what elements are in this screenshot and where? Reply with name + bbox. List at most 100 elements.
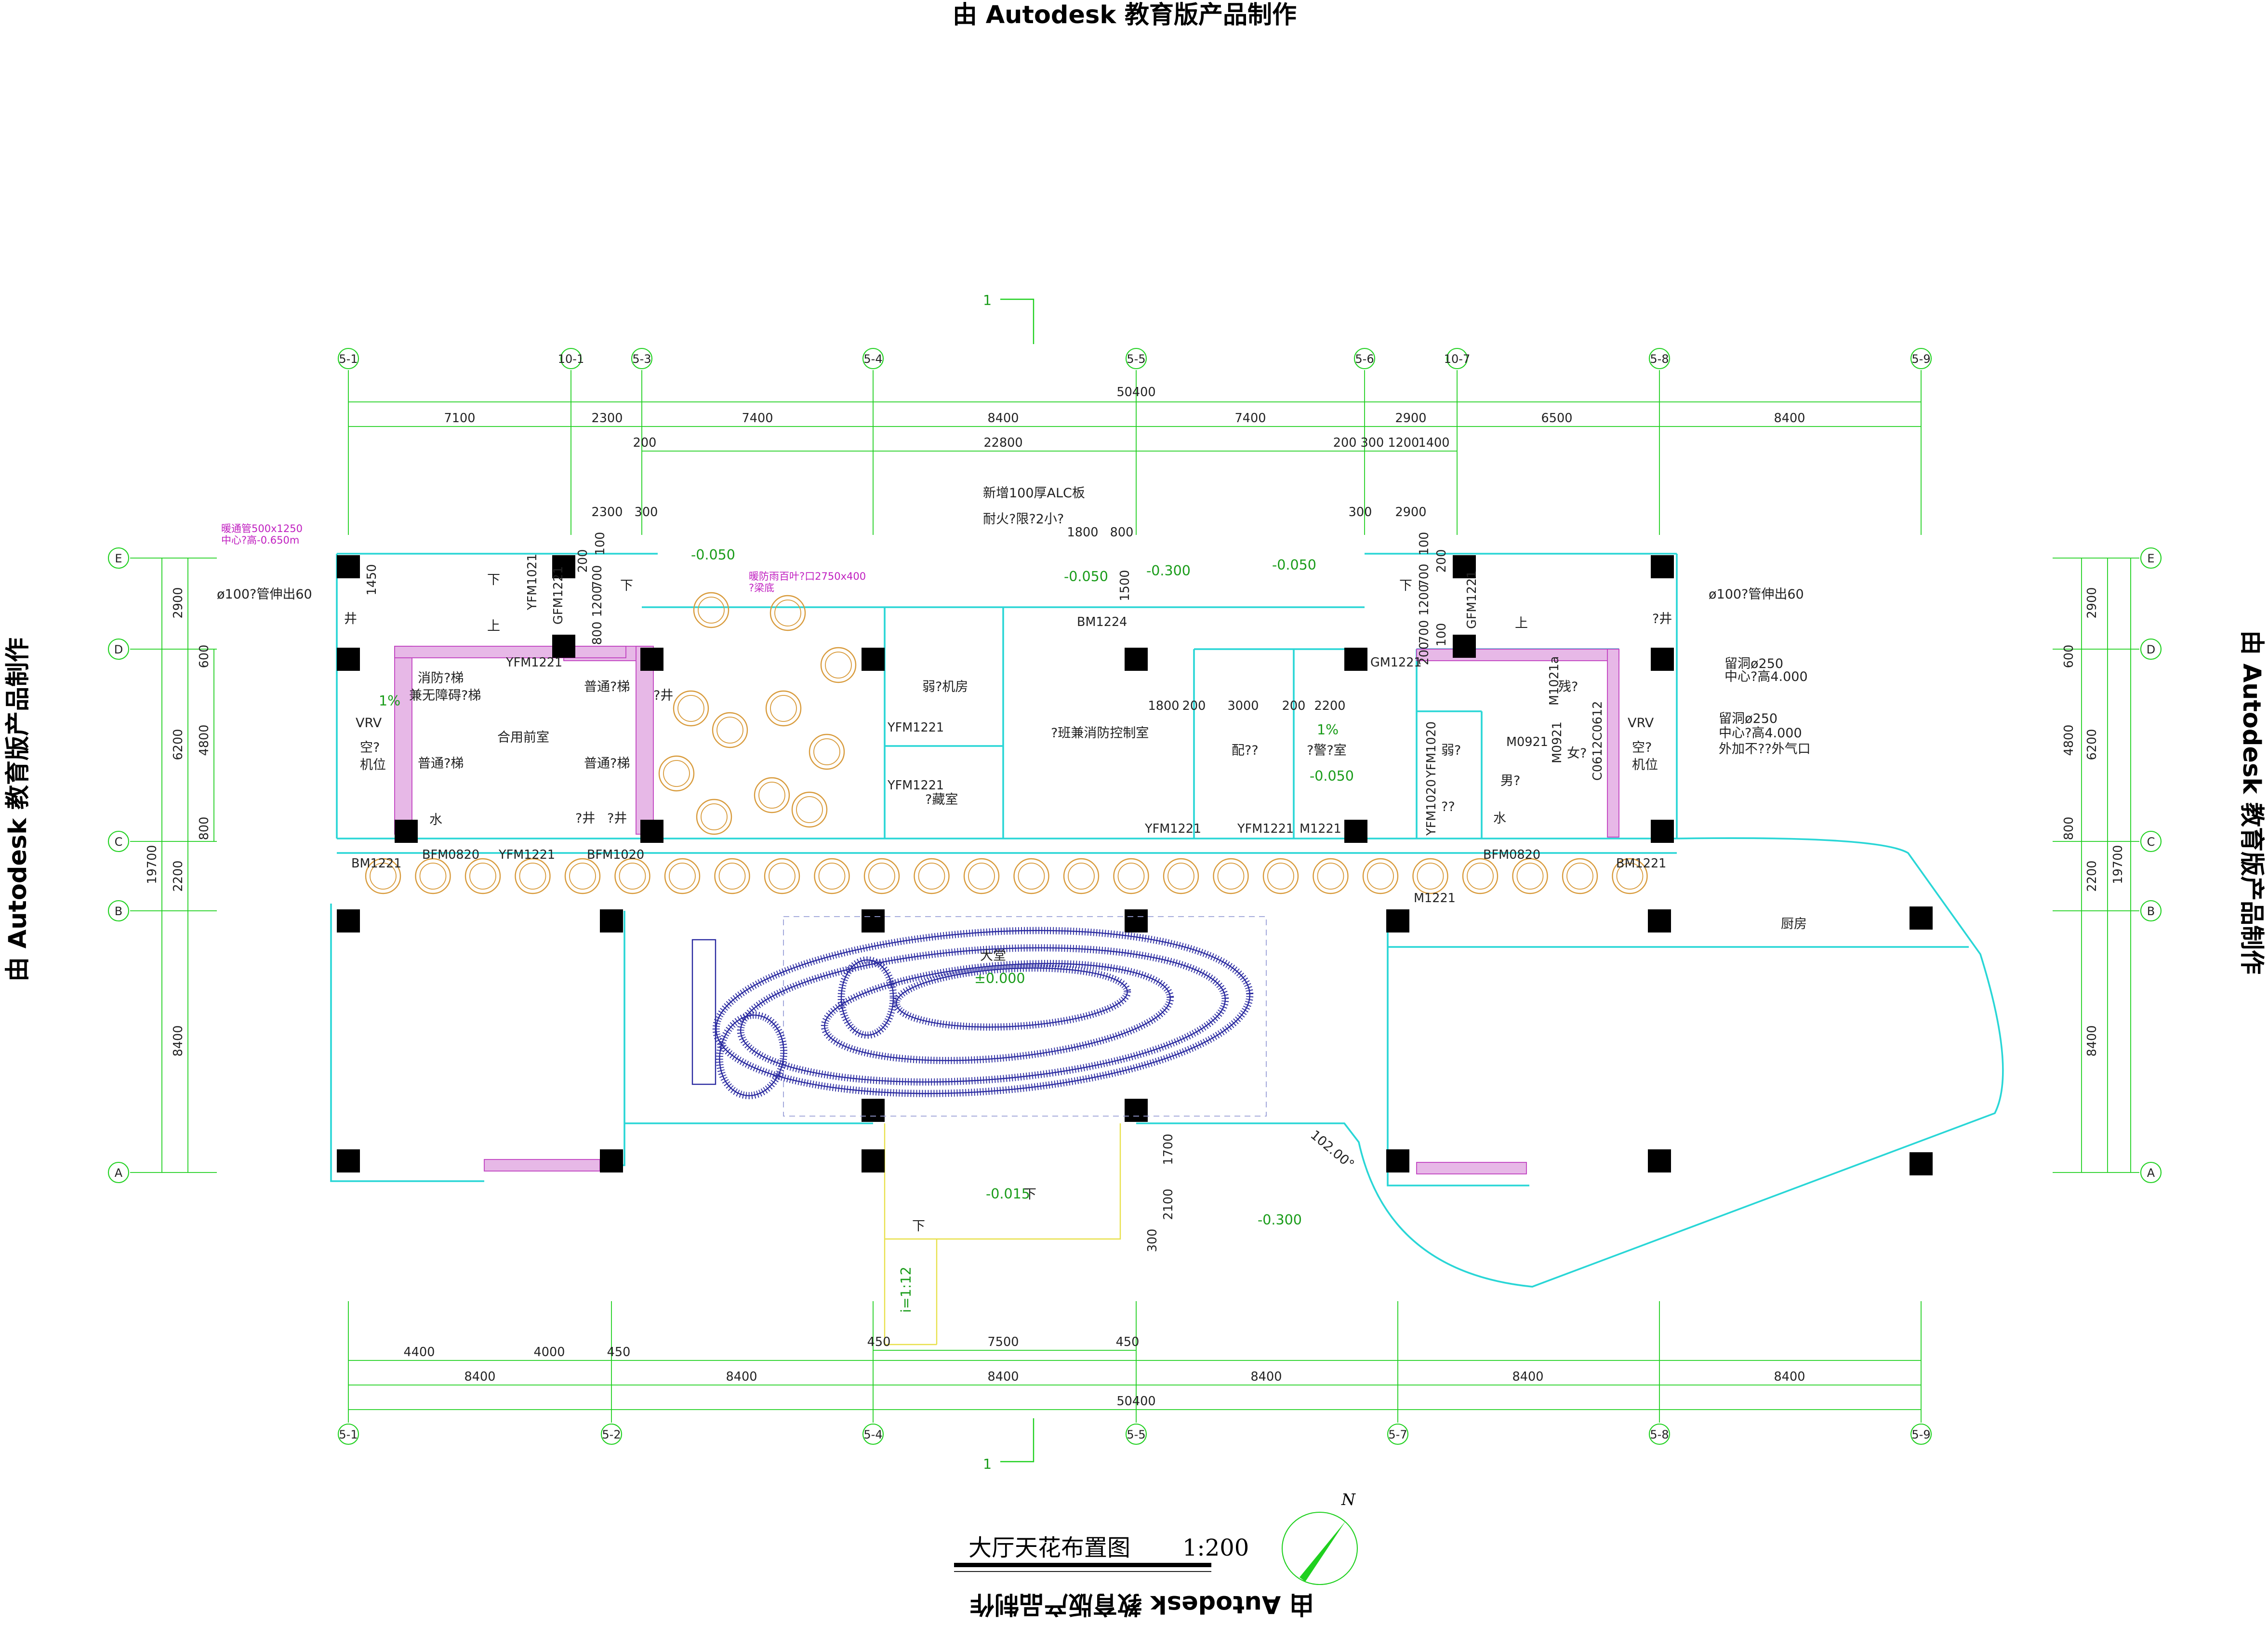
column: [1125, 648, 1148, 671]
column: [1453, 635, 1476, 658]
room-elevator: 普通?梯: [584, 756, 630, 771]
dim: 600: [2062, 645, 2076, 668]
door-label: BFM0820: [1483, 848, 1540, 862]
note-louver-2: ?梁底: [749, 582, 774, 594]
ceiling-light: [769, 595, 806, 631]
shear-wall: [636, 646, 654, 835]
ceiling-light: [365, 858, 401, 894]
ceiling-light: [693, 592, 729, 628]
grid-bubble: [1446, 347, 1468, 370]
ceiling-light-inner: [718, 863, 746, 890]
grid-labels-bottom: 5-1 5-2 5-4 5-5 5-7 5-8 5-9: [339, 1428, 1930, 1441]
column: [1344, 820, 1367, 843]
dim: 4000: [534, 1345, 565, 1359]
grid-label: D: [2147, 643, 2155, 656]
ceiling-light-inner: [1616, 863, 1644, 890]
ceiling-light-inner: [619, 863, 646, 890]
column: [337, 555, 360, 578]
note-hole-1b: 中心?高4.000: [1724, 669, 1808, 684]
grid-bubble: [862, 347, 884, 370]
ramp-label: i=1:12: [898, 1266, 914, 1313]
room-ac: 空?: [360, 740, 380, 755]
grid-label: 5-2: [602, 1428, 621, 1441]
dim: 50400: [1116, 385, 1155, 400]
ceiling-light-inner: [813, 738, 840, 765]
dim: 6200: [2085, 729, 2099, 760]
ceiling-light-inner: [1217, 863, 1245, 890]
dim: 450: [1116, 1335, 1140, 1349]
door-label: M1221: [1414, 891, 1456, 906]
door-label: YFM1221: [887, 778, 944, 793]
room-ac-2: 机位: [360, 758, 386, 773]
ceiling-zone: [783, 916, 1267, 1117]
dimensions-bottom: 4400 4000 450 450 7500 450 8400 8400 840…: [404, 1335, 1805, 1409]
grid-bubble: [2140, 638, 2162, 660]
ceiling-light: [809, 733, 845, 770]
dim: 7100: [444, 411, 476, 426]
room-ac-2: 机位: [1632, 758, 1658, 773]
door-label: GFM1221: [551, 566, 566, 625]
grid-bubble: [107, 900, 130, 922]
dim: 800: [2062, 817, 2076, 840]
dimensions-right: 2900 600 6200 4800 800 19700 2200 8400: [2062, 587, 2125, 1057]
column: [337, 648, 360, 671]
note-pipe-right: ø100?管伸出60: [1709, 587, 1804, 602]
grid-label: 5-3: [632, 352, 651, 366]
grid-label: 5-5: [1127, 1428, 1145, 1441]
grid-lines: [107, 347, 2162, 1445]
stair-down: 下: [487, 573, 500, 587]
ceiling-light: [464, 858, 501, 894]
dim: 50400: [1116, 1394, 1155, 1409]
ceiling-light-inner: [569, 863, 596, 890]
column: [1651, 820, 1674, 843]
ceiling-light: [914, 858, 950, 894]
room-well: 井: [344, 612, 357, 626]
room-water: 水: [1493, 811, 1506, 826]
ceiling-light-inner: [469, 863, 496, 890]
ceiling-sculpture-ring-edge: [740, 947, 1226, 1083]
grid-label: 5-6: [1355, 352, 1374, 366]
ceiling-light: [1013, 858, 1049, 894]
watermark-left: 由 Autodesk 教育版产品制作: [4, 638, 32, 982]
section-mark-top: 1: [983, 293, 992, 308]
ramp-down: 下: [912, 1219, 925, 1234]
north-arrow-icon: [1300, 1521, 1346, 1582]
column: [395, 820, 418, 843]
shear-wall: [394, 646, 412, 835]
grid-label: C: [2147, 835, 2155, 849]
stair-up: 上: [1515, 616, 1528, 631]
column: [640, 648, 663, 671]
ceiling-light: [791, 791, 828, 828]
ceiling-light: [1213, 858, 1249, 894]
grid-bubble: [337, 347, 359, 370]
dim: 1800: [1067, 525, 1099, 540]
dim: 19700: [2111, 845, 2125, 884]
ceiling-light: [1462, 858, 1499, 894]
grid-labels-rows: E D C B A E D C B A: [114, 552, 2155, 1180]
column: [552, 635, 575, 658]
dim: 450: [867, 1335, 891, 1349]
dim: 6200: [171, 729, 186, 760]
ceiling-light-inner: [370, 863, 397, 890]
dim: 300: [1145, 1229, 1160, 1252]
ceiling-light: [614, 858, 650, 894]
column: [1651, 555, 1674, 578]
column: [600, 1149, 623, 1172]
ceiling-light: [712, 712, 748, 748]
ceiling-sculpture-ring-edge: [824, 963, 1171, 1061]
watermark-top: 由 Autodesk 教育版产品制作: [953, 1, 1297, 29]
ceiling-sculpture-ring: [716, 1011, 788, 1100]
dim: 6500: [1541, 411, 1573, 426]
ceiling-light: [1612, 858, 1648, 894]
grid-bubble: [337, 1423, 359, 1445]
ceiling-light: [963, 858, 1000, 894]
ceiling-light-inner: [968, 863, 995, 890]
door-label: YFM1020: [1424, 721, 1439, 778]
door-label: YFM1221: [1144, 822, 1201, 836]
room-weak-current: 弱?机房: [922, 679, 968, 694]
ceiling-light-inner: [419, 863, 447, 890]
stair-down: 下: [1399, 578, 1412, 593]
shear-wall: [1416, 649, 1619, 661]
dim: 100: [593, 532, 608, 556]
ceiling-light-inner: [1068, 863, 1095, 890]
